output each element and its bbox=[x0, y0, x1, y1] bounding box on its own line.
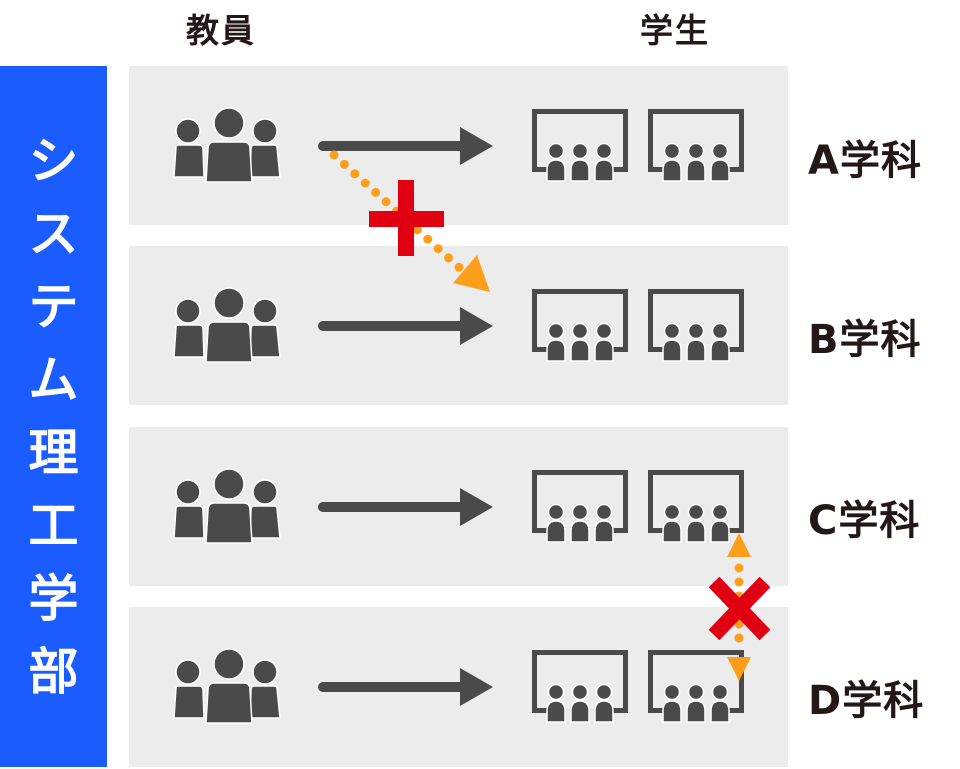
row-a bbox=[173, 107, 745, 183]
people-group-icon bbox=[173, 107, 281, 183]
classroom-icon bbox=[531, 469, 629, 543]
classroom-icon bbox=[531, 649, 629, 723]
faculty-staff-header: 教員 bbox=[186, 11, 256, 50]
arrow-right-icon bbox=[323, 307, 493, 345]
classroom-icon bbox=[647, 469, 745, 543]
faculty-name-char: 部 bbox=[28, 642, 79, 701]
arrow-right-icon bbox=[323, 127, 493, 165]
faculty-name-char: シ bbox=[28, 131, 79, 190]
faculty-name-char: 学 bbox=[28, 569, 79, 628]
department-label-a: A学科 bbox=[808, 138, 922, 184]
department-label-d: D学科 bbox=[808, 678, 925, 724]
faculty-name-char: ス bbox=[28, 204, 79, 263]
faculty-name-char: テ bbox=[28, 277, 79, 336]
faculty-name-char: 理 bbox=[28, 423, 79, 482]
people-group-icon bbox=[173, 468, 281, 544]
cross-icon bbox=[708, 576, 771, 641]
plus-icon bbox=[369, 180, 444, 256]
department-label-b: B学科 bbox=[808, 317, 922, 363]
classroom-icon bbox=[647, 108, 745, 182]
row-b bbox=[173, 287, 745, 363]
faculty-name-char: ム bbox=[28, 350, 79, 409]
department-label-c: C学科 bbox=[808, 498, 921, 544]
people-group-icon bbox=[173, 287, 281, 363]
faculty-name-char: 工 bbox=[28, 496, 79, 555]
arrow-right-icon bbox=[323, 488, 493, 526]
faculty-name-bar: シ ス テ ム 理 工 学 部 bbox=[0, 66, 107, 767]
row-c bbox=[173, 468, 745, 544]
row-d bbox=[173, 648, 745, 724]
classroom-icon bbox=[531, 288, 629, 362]
students-header: 学生 bbox=[640, 11, 710, 50]
classroom-icon bbox=[647, 288, 745, 362]
arrow-right-icon bbox=[323, 668, 493, 706]
classroom-icon bbox=[531, 108, 629, 182]
people-group-icon bbox=[173, 648, 281, 724]
